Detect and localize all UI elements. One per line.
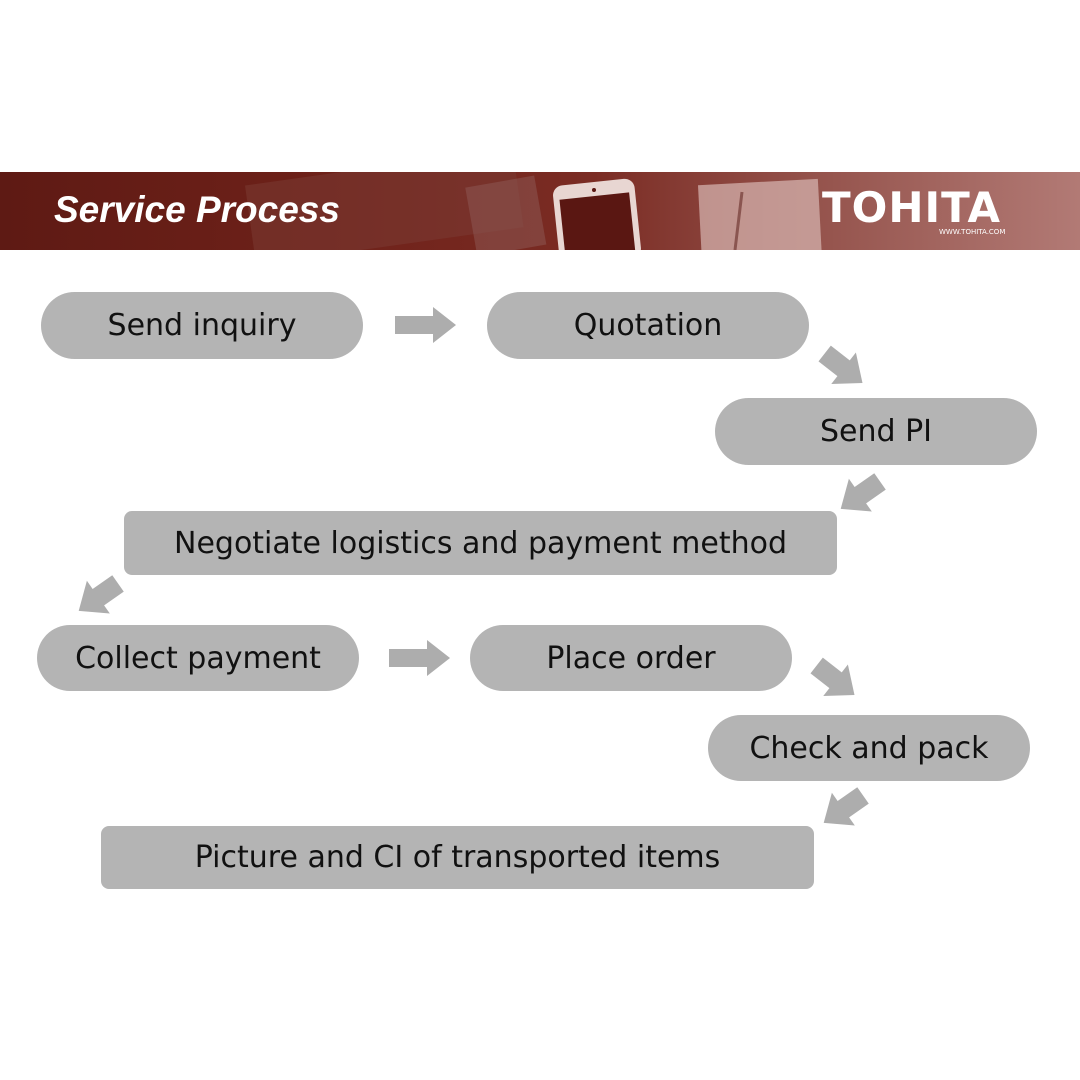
step-place-order: Place order xyxy=(470,625,792,691)
logo-wordmark: TOHITA xyxy=(822,183,1002,232)
arrow-down-left-icon xyxy=(78,575,124,614)
step-picture-and-ci: Picture and CI of transported items xyxy=(101,826,814,889)
arrow-down-left-icon xyxy=(823,787,869,826)
banner-background-photo xyxy=(245,172,823,250)
step-negotiate: Negotiate logistics and payment method xyxy=(124,511,837,575)
step-quotation: Quotation xyxy=(487,292,809,359)
arrow-right-icon xyxy=(395,307,456,343)
header-banner: Service Process TOHITA WWW.TOHITA.COM xyxy=(0,172,1080,250)
step-send-inquiry: Send inquiry xyxy=(41,292,363,359)
step-label: Send inquiry xyxy=(107,308,297,343)
step-label: Check and pack xyxy=(749,730,989,766)
page-title: Service Process xyxy=(54,189,340,230)
logo-website: WWW.TOHITA.COM xyxy=(939,228,1006,236)
step-label: Picture and CI of transported items xyxy=(194,840,721,875)
arrow-down-right-icon xyxy=(818,345,863,384)
step-label: Collect payment xyxy=(75,640,321,676)
step-label: Negotiate logistics and payment method xyxy=(174,525,787,561)
step-label: Place order xyxy=(546,640,716,676)
step-send-pi: Send PI xyxy=(715,398,1037,465)
step-check-and-pack: Check and pack xyxy=(708,715,1030,781)
arrow-down-left-icon xyxy=(840,473,886,512)
brand-logo: TOHITA WWW.TOHITA.COM xyxy=(822,186,1032,242)
arrow-down-right-icon xyxy=(810,657,855,696)
arrow-right-icon xyxy=(389,640,450,676)
step-label: Quotation xyxy=(573,308,723,343)
step-collect-payment: Collect payment xyxy=(37,625,359,691)
step-label: Send PI xyxy=(819,414,933,449)
